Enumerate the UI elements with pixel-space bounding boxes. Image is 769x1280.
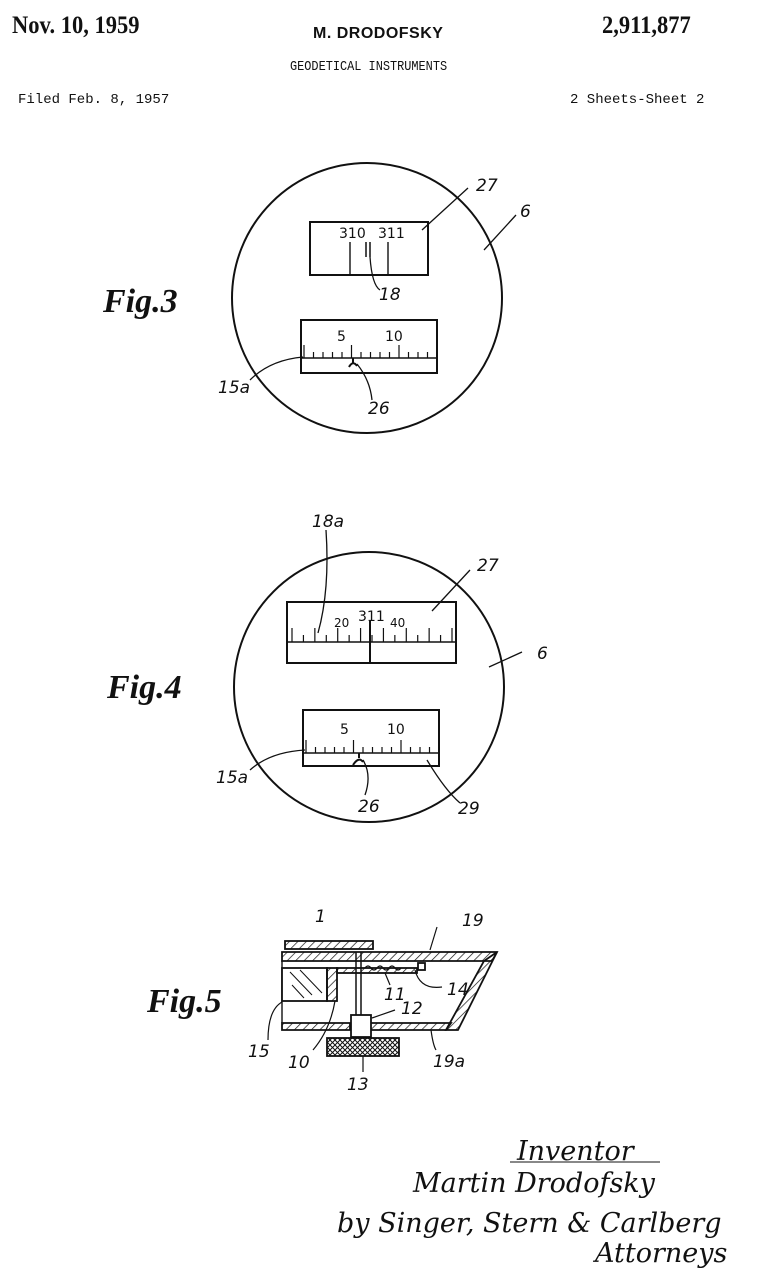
fig4-scale-label: 20 — [334, 616, 349, 630]
fig5-ref-15: 15 — [248, 1042, 270, 1062]
figure-4: Fig.4 311 20 40 5 10 18a 27 6 15a 26 29 — [106, 512, 548, 823]
fig3-label: Fig.3 — [102, 283, 178, 320]
fig4-field-of-view — [233, 551, 505, 823]
patent-number: 2,911,877 — [602, 12, 691, 39]
fig5-knob-13 — [326, 1037, 400, 1057]
figure-5: Fig.5 — [146, 907, 499, 1095]
fig4-ref-29: 29 — [458, 799, 480, 819]
patent-title: GEODETICAL INSTRUMENTS — [290, 59, 448, 75]
fig3-ref-27: 27 — [476, 176, 498, 196]
fig3-scale-label: 311 — [378, 226, 405, 242]
fig5-prism-15 — [281, 967, 328, 1002]
attorneys-signature: by Singer, Stern & Carlberg — [337, 1208, 722, 1239]
fig5-spring-11 — [364, 965, 402, 971]
fig5-part-12 — [350, 1014, 372, 1038]
fig3-field-of-view — [231, 162, 503, 434]
fig4-lower-scale-window — [302, 709, 440, 767]
fig4-scale-main-label: 311 — [358, 609, 385, 625]
inventor-header: M. DRODOFSKY — [313, 25, 444, 42]
fig5-ref-11: 11 — [384, 985, 406, 1005]
fig5-housing-top — [281, 951, 499, 962]
fig5-label: Fig.5 — [146, 983, 222, 1020]
fig5-ref-14: 14 — [447, 980, 469, 1000]
fig3-scale-label: 10 — [385, 329, 403, 345]
fig4-label: Fig.4 — [106, 669, 182, 706]
inventor-signature: Martin Drodofsky — [412, 1168, 656, 1199]
fig5-ref-12: 12 — [401, 999, 423, 1019]
fig4-scale-label: 5 — [340, 722, 349, 738]
fig3-ref-18: 18 — [379, 285, 401, 305]
figure-3: Fig.3 310 311 5 10 27 6 18 15a 26 — [102, 162, 531, 434]
fig4-scale-label: 10 — [387, 722, 405, 738]
fig5-ref-10: 10 — [288, 1053, 310, 1073]
signature-block: Inventor Martin Drodofsky by Singer, Ste… — [337, 1136, 727, 1269]
attorneys-role: Attorneys — [592, 1238, 727, 1269]
fig3-scale-label: 310 — [339, 226, 366, 242]
fig4-ref-6: 6 — [537, 644, 548, 664]
fig3-upper-scale-window — [309, 221, 429, 276]
fig4-ref-15a: 15a — [216, 768, 248, 788]
fig5-ref-1: 1 — [315, 907, 326, 927]
fig4-ref-26: 26 — [358, 797, 380, 817]
fig4-ref-18a: 18a — [312, 512, 344, 532]
fig5-ref-19: 19 — [462, 911, 484, 931]
fig3-ref-26: 26 — [368, 399, 390, 419]
patent-date: Nov. 10, 1959 — [12, 12, 140, 39]
fig5-ref-19a: 19a — [433, 1052, 465, 1072]
fig5-ref-13: 13 — [347, 1075, 369, 1095]
fig4-ref-27: 27 — [477, 556, 499, 576]
fig4-upper-scale-window — [286, 601, 457, 664]
fig3-ref-15a: 15a — [218, 378, 250, 398]
fig5-part-1 — [284, 940, 374, 950]
fig3-ref-6: 6 — [520, 202, 531, 222]
fig5-part-10 — [326, 967, 338, 1002]
fig3-scale-label: 5 — [337, 329, 346, 345]
filed-date: Filed Feb. 8, 1957 — [18, 92, 170, 108]
fig4-scale-label: 40 — [390, 616, 405, 630]
fig3-lower-scale-window — [300, 319, 438, 374]
sheet-number: 2 Sheets-Sheet 2 — [570, 92, 705, 108]
fig5-housing-bottom — [281, 1022, 351, 1031]
